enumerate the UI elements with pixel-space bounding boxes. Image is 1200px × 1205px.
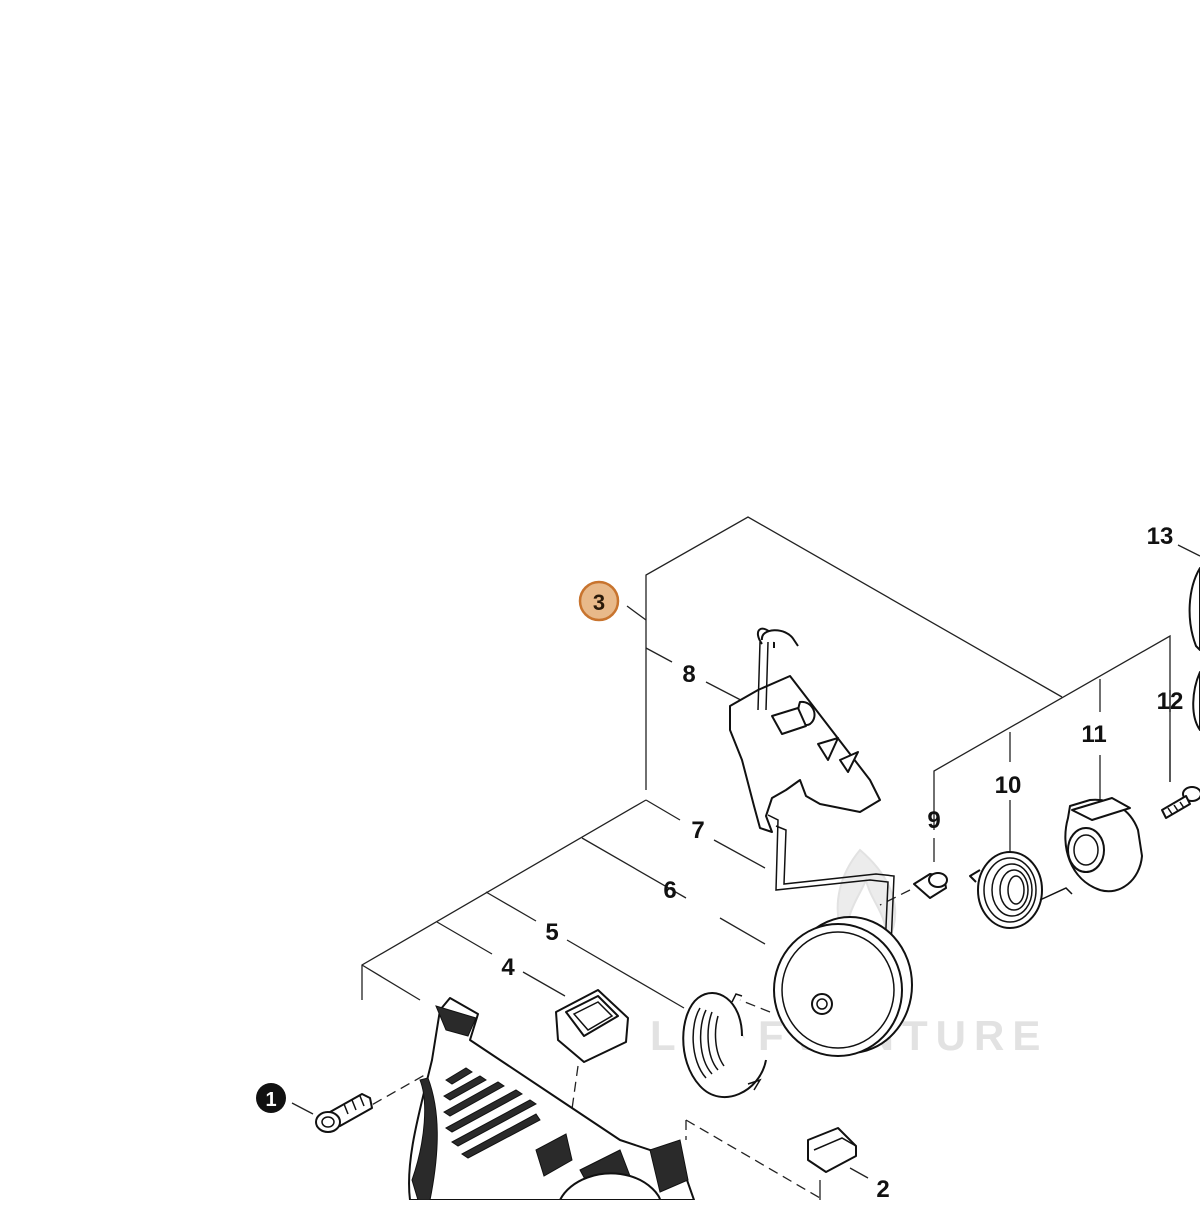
callout-9[interactable]: 9 (927, 807, 940, 834)
screw-icon (913, 872, 948, 899)
callout-11[interactable]: 11 (1081, 721, 1106, 748)
callout-12[interactable]: 12 (1157, 688, 1184, 715)
callout-2[interactable]: 2 (876, 1176, 889, 1203)
screw-icon (1161, 786, 1200, 819)
callout-8[interactable]: 8 (682, 661, 695, 688)
spring-icon (969, 851, 1073, 929)
callout-3-label: 3 (593, 590, 605, 615)
pawl-carrier-icon (1064, 797, 1143, 893)
bracket-lines (291, 516, 1200, 1200)
callout-13[interactable]: 13 (1147, 523, 1174, 550)
rewind-spring-icon (682, 992, 767, 1098)
fan-housing-icon (1188, 567, 1200, 731)
callout-10[interactable]: 10 (995, 772, 1022, 799)
bushing-icon (555, 989, 629, 1063)
starter-grip-icon (729, 675, 881, 833)
starter-housing (408, 997, 695, 1201)
callout-3-highlighted[interactable]: 3 (578, 580, 620, 622)
callout-6[interactable]: 6 (663, 877, 676, 904)
callout-7[interactable]: 7 (691, 817, 704, 844)
screw-icon (315, 1093, 373, 1133)
callout-labels: 1 2 3 4 5 6 7 8 9 10 11 12 13 (256, 523, 1184, 1203)
callout-5[interactable]: 5 (545, 919, 558, 946)
starter-rope-icon (756, 627, 895, 973)
air-vent-slots (443, 1067, 541, 1159)
callout-1-label: 1 (265, 1089, 276, 1111)
callout-1[interactable]: 1 (256, 1083, 286, 1113)
callout-4[interactable]: 4 (501, 954, 515, 981)
pawl-icon (807, 1127, 857, 1173)
rope-rotor-icon (773, 916, 913, 1057)
